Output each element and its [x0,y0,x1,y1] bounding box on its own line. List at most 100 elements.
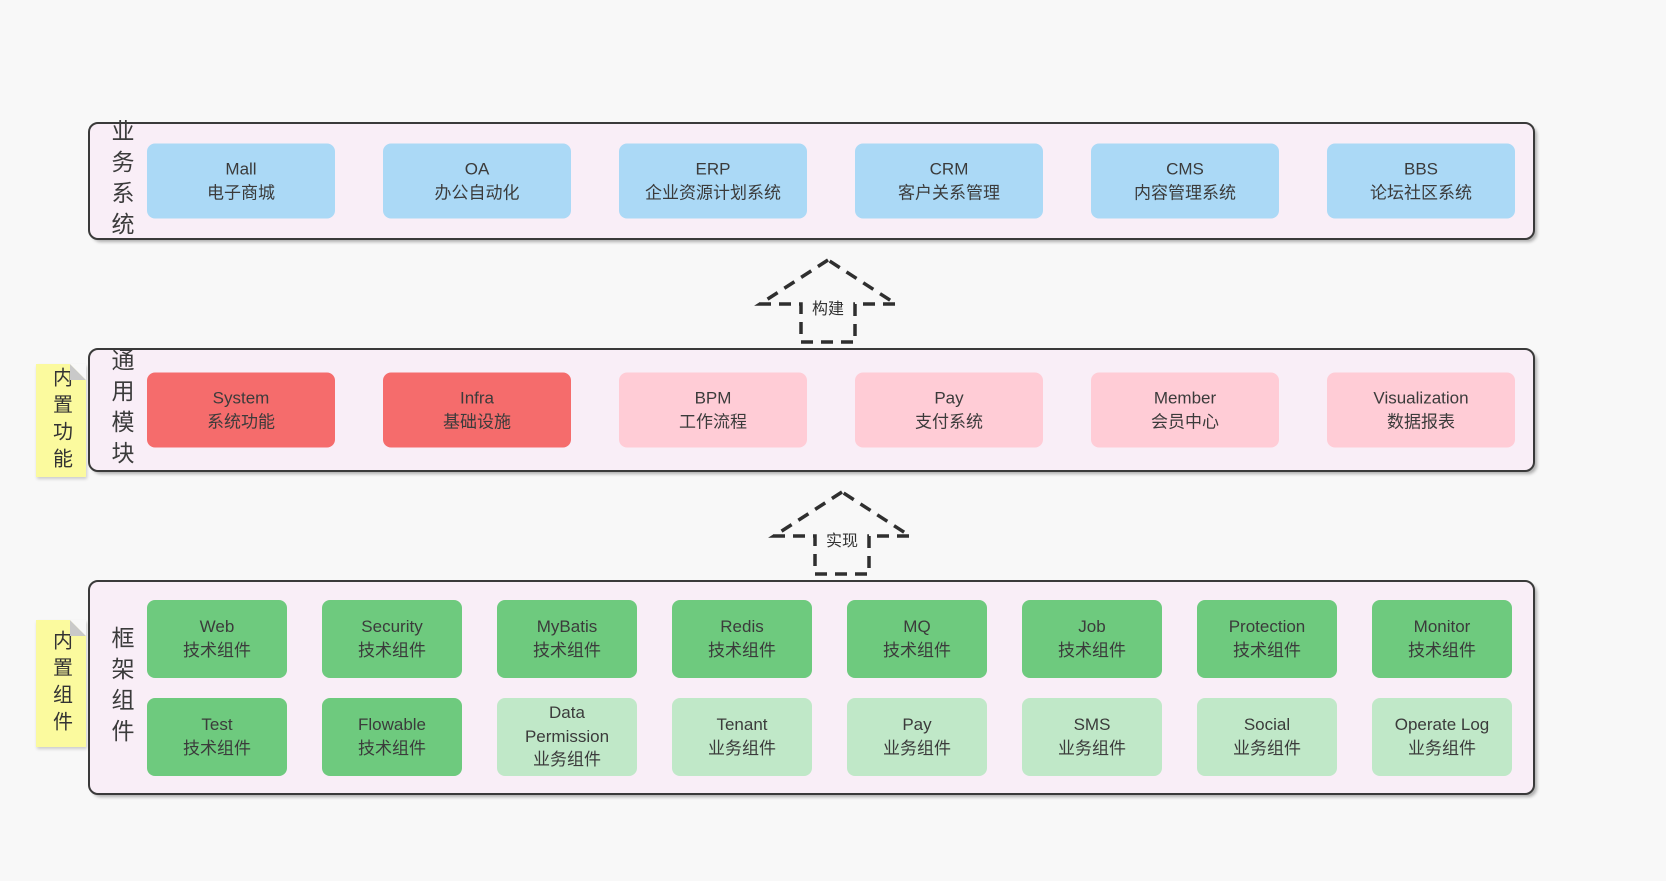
box-subtitle: 电子商城 [207,183,275,202]
box-subtitle: 技术组件 [183,738,251,758]
sticky-note-label: 内置功能 [49,366,72,475]
box-title: Flowable [357,715,427,735]
box-title: Tenant [716,715,768,735]
implement-arrow: 实现 [768,489,916,576]
box-title: CMS [1166,159,1204,179]
module-box-data-permission: Data Permission 业务组件 [497,697,637,776]
box-title: Operate Log [1394,715,1490,735]
box-subtitle: 技术组件 [1058,640,1126,660]
module-box-crm: CRM 客户关系管理 [855,143,1043,219]
module-box-oa: OA 办公自动化 [383,143,571,219]
built-in-components-sticky-note: 内置组件 [36,620,86,747]
module-box-pay: Pay 业务组件 [847,697,987,776]
arrow-label-backdrop [818,528,866,552]
business-systems-grid: Mall 电子商城 OA 办公自动化 ERP 企业资源计划系统 CRM 客户关系管理 CMS 内容… [147,143,1515,219]
box-title: Social [1243,715,1291,735]
box-title: Pay [902,715,932,735]
box-subtitle: 技术组件 [883,640,951,660]
module-box-sms: SMS 业务组件 [1022,697,1162,776]
module-box-bpm: BPM 工作流程 [619,372,807,448]
box-subtitle: 业务组件 [883,738,951,758]
box-subtitle: 业务组件 [708,738,776,758]
box-title: BPM [694,388,732,408]
box-title: MyBatis [536,617,598,637]
build-arrow-label: 构建 [812,300,844,318]
module-box-erp: ERP 企业资源计划系统 [619,143,807,219]
box-subtitle: 基础设施 [443,412,511,431]
box-title: ERP [695,159,731,179]
module-box-monitor: Monitor 技术组件 [1372,599,1512,678]
box-title: SMS [1073,715,1111,735]
box-title: CRM [929,159,969,179]
business-systems-panel: 业务系统 Mall 电子商城 OA 办公自动化 ERP 企业资源计划系统 CRM 客户关系管理… [88,119,1535,243]
box-title: Data Permission [524,703,610,746]
box-subtitle: 数据报表 [1387,412,1455,431]
box-title: Monitor [1413,617,1471,637]
business-systems-label: 业务系统 [108,119,134,243]
box-title: Visualization [1373,388,1469,408]
box-title: Redis [720,617,764,637]
module-box-bbs: BBS 论坛社区系统 [1327,143,1515,219]
box-subtitle: 内容管理系统 [1134,183,1236,202]
box-title: OA [464,159,490,179]
module-box-pay: Pay 支付系统 [855,372,1043,448]
box-subtitle: 技术组件 [358,640,426,660]
box-subtitle: 技术组件 [1408,640,1476,660]
box-subtitle: 办公自动化 [434,183,520,202]
common-modules-panel: 通用模块 System 系统功能 Infra 基础设施 BPM 工作流程 Pay 支付系统 Me… [88,348,1535,472]
box-title: Web [199,617,235,637]
box-subtitle: 论坛社区系统 [1370,183,1472,202]
box-title: Job [1078,617,1106,637]
box-subtitle: 业务组件 [1058,738,1126,758]
box-subtitle: 支付系统 [915,412,983,431]
box-subtitle: 系统功能 [207,412,275,431]
framework-components-label: 框架组件 [108,625,134,750]
module-box-operate-log: Operate Log 业务组件 [1372,697,1512,776]
box-subtitle: 技术组件 [533,640,601,660]
module-box-web: Web 技术组件 [147,599,287,678]
box-subtitle: 技术组件 [183,640,251,660]
box-title: BBS [1403,159,1439,179]
module-box-system: System 系统功能 [147,372,335,448]
box-subtitle: 客户关系管理 [898,183,1000,202]
built-in-features-sticky-note: 内置功能 [36,364,86,477]
box-subtitle: 工作流程 [679,412,747,431]
box-title: Infra [459,388,495,408]
dashed-up-arrow-icon [768,489,916,576]
box-title: MQ [903,617,931,637]
module-box-cms: CMS 内容管理系统 [1091,143,1279,219]
dashed-up-arrow-icon [754,257,902,344]
box-title: System [212,388,270,408]
module-box-redis: Redis 技术组件 [672,599,812,678]
box-title: Protection [1228,617,1306,637]
box-subtitle: 技术组件 [708,640,776,660]
module-box-mall: Mall 电子商城 [147,143,335,219]
module-box-visualization: Visualization 数据报表 [1327,372,1515,448]
box-title: Security [361,617,423,637]
module-box-flowable: Flowable 技术组件 [322,697,462,776]
box-subtitle: 业务组件 [533,750,601,770]
sticky-note-label: 内置组件 [49,629,72,738]
common-modules-label: 通用模块 [108,348,134,472]
box-title: Pay [934,388,964,408]
module-box-test: Test 技术组件 [147,697,287,776]
module-box-infra: Infra 基础设施 [383,372,571,448]
module-box-mq: MQ 技术组件 [847,599,987,678]
arrow-label-backdrop [804,296,852,320]
box-subtitle: 技术组件 [358,738,426,758]
module-box-mybatis: MyBatis 技术组件 [497,599,637,678]
module-box-job: Job 技术组件 [1022,599,1162,678]
module-box-security: Security 技术组件 [322,599,462,678]
box-title: Test [201,715,233,735]
box-subtitle: 会员中心 [1151,412,1219,431]
box-title: Mall [225,159,257,179]
box-subtitle: 业务组件 [1408,738,1476,758]
build-arrow: 构建 [754,257,902,344]
box-subtitle: 企业资源计划系统 [645,183,781,202]
